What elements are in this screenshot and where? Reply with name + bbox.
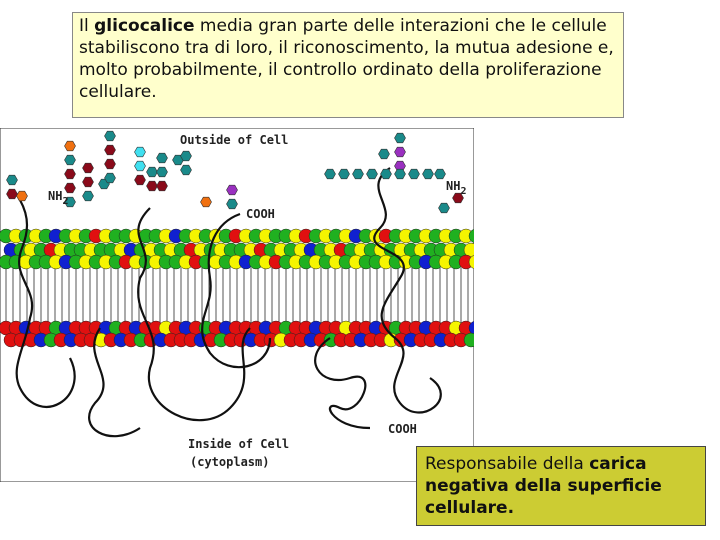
protein-chain-6 [88,327,141,438]
protein-chain-4 [373,167,442,414]
sugar-unit [134,146,146,158]
sugar-unit [338,168,350,180]
sugar-unit [146,180,158,192]
intro-text-rest: media gran parte delle interazioni che l… [79,16,614,102]
sugar-unit [6,174,18,186]
sugar-unit [380,168,392,180]
sugar-unit [156,166,168,178]
cooh-label-bottom: COOH [388,422,417,436]
protein-chain-3 [201,212,272,369]
sugar-unit [434,168,446,180]
sugar-unit [104,158,116,170]
lipid-heads [0,228,474,348]
sugar-unit [226,198,238,210]
note-paragraph: Responsabile della carica negativa della… [425,453,697,519]
protein-chain-2 [137,207,251,422]
sugar-unit [394,168,406,180]
intro-paragraph: Il glicocalice media gran parte delle in… [79,15,617,103]
sugar-unit [394,132,406,144]
lipid-head [468,229,474,243]
intro-text-box: Il glicocalice media gran parte delle in… [72,12,624,118]
sugar-unit [64,140,76,152]
nh2-label-right: NH2 [446,179,466,197]
sugar-unit [324,168,336,180]
sugar-unit [408,168,420,180]
note-keyword: carica negativa della superficie cellula… [425,454,662,518]
membrane-proteins [15,167,442,438]
sugar-unit [82,176,94,188]
sugar-unit [82,190,94,202]
sugar-unit [64,168,76,180]
sugar-unit [64,182,76,194]
sugar-unit [378,148,390,160]
sugar-unit [438,202,450,214]
sugar-unit [64,154,76,166]
sugar-unit [352,168,364,180]
sugar-unit [104,172,116,184]
sugar-unit [134,174,146,186]
outside-label: Outside of Cell [180,133,288,147]
sugar-unit [64,196,76,208]
oligosaccharide-chains [6,130,464,214]
sugar-unit [226,184,238,196]
sugar-unit [452,192,464,204]
sugar-unit [180,164,192,176]
intro-text-start: Il [79,16,95,36]
sugar-unit [180,150,192,162]
sugar-unit [156,152,168,164]
sugar-unit [156,180,168,192]
sugar-unit [422,168,434,180]
protein-chain-5 [314,337,371,430]
intro-keyword: glicocalice [94,16,195,36]
cooh-label-top: COOH [246,207,275,221]
sugar-unit [82,162,94,174]
note-text-box: Responsabile della carica negativa della… [416,446,706,526]
sugar-unit [104,144,116,156]
lipid-head [463,332,474,348]
protein-chain-1 [15,199,76,408]
cytoplasm-label: (cytoplasm) [190,455,269,469]
sugar-unit [366,168,378,180]
sugar-unit [200,196,212,208]
sugar-unit [104,130,116,142]
lipid-head [468,321,474,335]
sugar-unit [394,146,406,158]
lipid-head [468,255,474,269]
sugar-unit [134,160,146,172]
sugar-unit [6,188,18,200]
nh2-label-left: NH2 [48,189,68,207]
note-text-start: Responsabile della [425,454,590,474]
membrane-diagram: Outside of Cell NH2 NH2 COOH COOH Inside… [0,128,474,482]
sugar-unit [16,190,28,202]
inside-label: Inside of Cell [188,437,289,451]
sugar-unit [146,166,158,178]
